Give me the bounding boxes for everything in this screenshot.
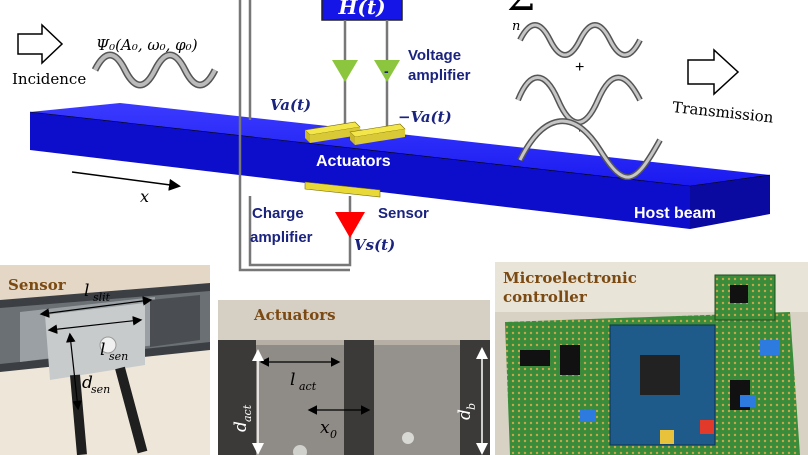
sum-symbol: Σ: [507, 0, 535, 20]
db-label: d: [455, 409, 475, 420]
x-axis-label: x: [140, 187, 149, 206]
x-axis-arrow: [71, 171, 181, 191]
actuators-photo-title: Actuators: [253, 306, 336, 324]
wiring: [238, 0, 389, 272]
dsen-label: d: [82, 373, 93, 393]
lslit-subscript: slit: [93, 291, 111, 304]
lact-label: l: [290, 370, 295, 390]
db-subscript: b: [465, 403, 478, 410]
sensor-label: Sensor: [378, 205, 429, 222]
incident-wave-ribbon: [91, 51, 219, 89]
incidence-label: Incidence: [12, 70, 86, 88]
dsen-subscript: sen: [91, 383, 110, 396]
controller-photo-title-line1: Microelectronic: [503, 269, 637, 287]
sensor-photo-title: Sensor: [8, 276, 67, 294]
incidence-arrow-icon: [17, 23, 64, 65]
va-label: Va(t): [270, 96, 311, 114]
x0-subscript: 0: [330, 428, 337, 441]
sum-subscript: n: [512, 19, 520, 34]
charge-amplifier-label-line1: Charge: [252, 205, 304, 222]
voltage-amplifier-label-line1: Voltage: [408, 47, 461, 64]
x0-label: x: [320, 418, 330, 438]
actuator-patches: [304, 121, 406, 145]
controller-box: [321, 0, 403, 21]
voltage-amp-triangle-left: [332, 60, 358, 82]
dact-label: d: [231, 421, 251, 432]
controller-box-label: H(t): [337, 0, 385, 19]
neg-va-label: −Va(t): [398, 108, 452, 126]
plus-sign-1: +: [575, 59, 584, 76]
transmitted-wave-1: [517, 22, 643, 58]
lact-subscript: act: [299, 380, 317, 393]
vs-label: Vs(t): [354, 236, 395, 254]
incident-wave-label: Ψ₀(A₀, ω₀, φ₀): [96, 36, 198, 54]
minus-sign: -: [384, 63, 389, 79]
sensor-patch: [304, 181, 381, 198]
transmission-arrow-icon: [687, 48, 740, 96]
actuators-label: Actuators: [316, 153, 391, 170]
host-beam-label: Host beam: [634, 205, 716, 222]
controller-photo: [495, 262, 808, 455]
dact-subscript: act: [241, 404, 254, 422]
dsen-dimension: [66, 332, 82, 411]
charge-amp-triangle: [335, 212, 365, 238]
transmitted-wave-3: [517, 118, 663, 181]
voltage-amp-triangle-right: [374, 60, 400, 82]
lslit-dimension: [39, 296, 153, 318]
transmission-label: Transmission: [672, 98, 775, 127]
actuators-photo: [218, 300, 490, 455]
transmitted-wave-2: [515, 74, 643, 126]
lsen-label: l: [100, 340, 105, 360]
host-beam: [29, 103, 771, 229]
lsen-subscript: sen: [109, 350, 128, 363]
voltage-amplifier-label-line2: amplifier: [408, 67, 471, 84]
controller-photo-title-line2: controller: [503, 288, 588, 306]
charge-amplifier-label-line2: amplifier: [250, 229, 313, 246]
lslit-label: l: [84, 281, 89, 301]
lsen-dimension: [47, 316, 143, 334]
